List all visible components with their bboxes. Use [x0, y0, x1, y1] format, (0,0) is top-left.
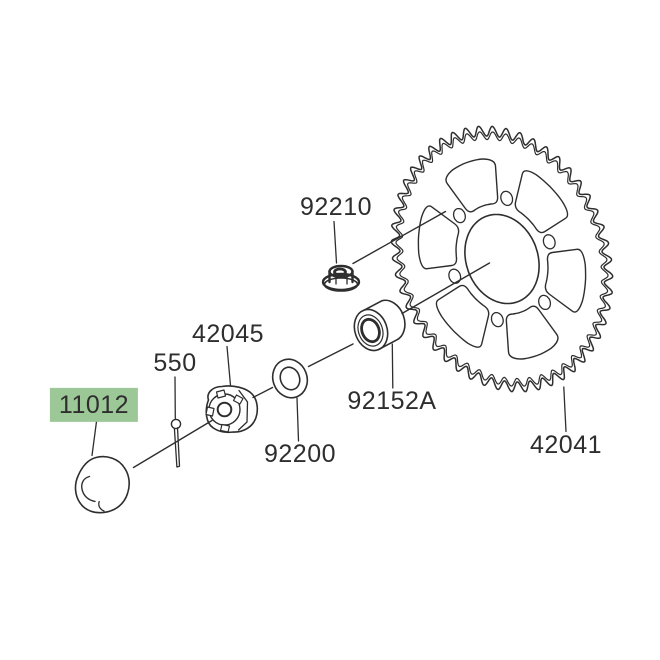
sprocket-bolt-hole: [452, 207, 466, 224]
sprocket-lightening-cutout: [505, 305, 559, 360]
sprocket-teeth-depth-line: [395, 131, 609, 387]
sprocket-bolt-hole: [542, 234, 556, 250]
sprocket-bolt-hole: [490, 311, 504, 328]
part-label-92210[interactable]: 92210: [299, 192, 373, 221]
part-label-42041[interactable]: 42041: [529, 430, 603, 459]
part-label-11012-highlighted[interactable]: 11012: [49, 387, 139, 423]
cap-drawing: [74, 455, 130, 514]
sprocket-bolt-hole: [500, 190, 514, 207]
part-label-42045[interactable]: 42045: [191, 319, 265, 348]
sprocket-lightening-cutout: [514, 170, 569, 234]
castle-nut-drawing: [205, 385, 259, 434]
assembly-axis-lines: [132, 210, 491, 469]
sprocket-bolt-hole: [538, 294, 552, 311]
sprocket-lightening-cutout: [445, 158, 499, 213]
sprocket-lightening-cutout: [435, 284, 490, 348]
sprocket-teeth-outline: [390, 125, 614, 393]
part-label-92200[interactable]: 92200: [263, 439, 337, 468]
sprocket-drawing: [390, 125, 614, 393]
washer-drawing: [271, 358, 309, 399]
sprocket-center-hole: [464, 213, 540, 305]
leader-lines: [91, 220, 567, 457]
cotter-pin-drawing: [170, 418, 182, 468]
sprocket-lightening-cutout: [417, 205, 460, 270]
part-label-550[interactable]: 550: [153, 348, 197, 377]
flange-nut-drawing: [321, 264, 361, 292]
bearing-drawing: [353, 299, 406, 352]
part-label-92152A[interactable]: 92152A: [347, 386, 437, 415]
sprocket-lightening-cutout: [544, 248, 587, 313]
